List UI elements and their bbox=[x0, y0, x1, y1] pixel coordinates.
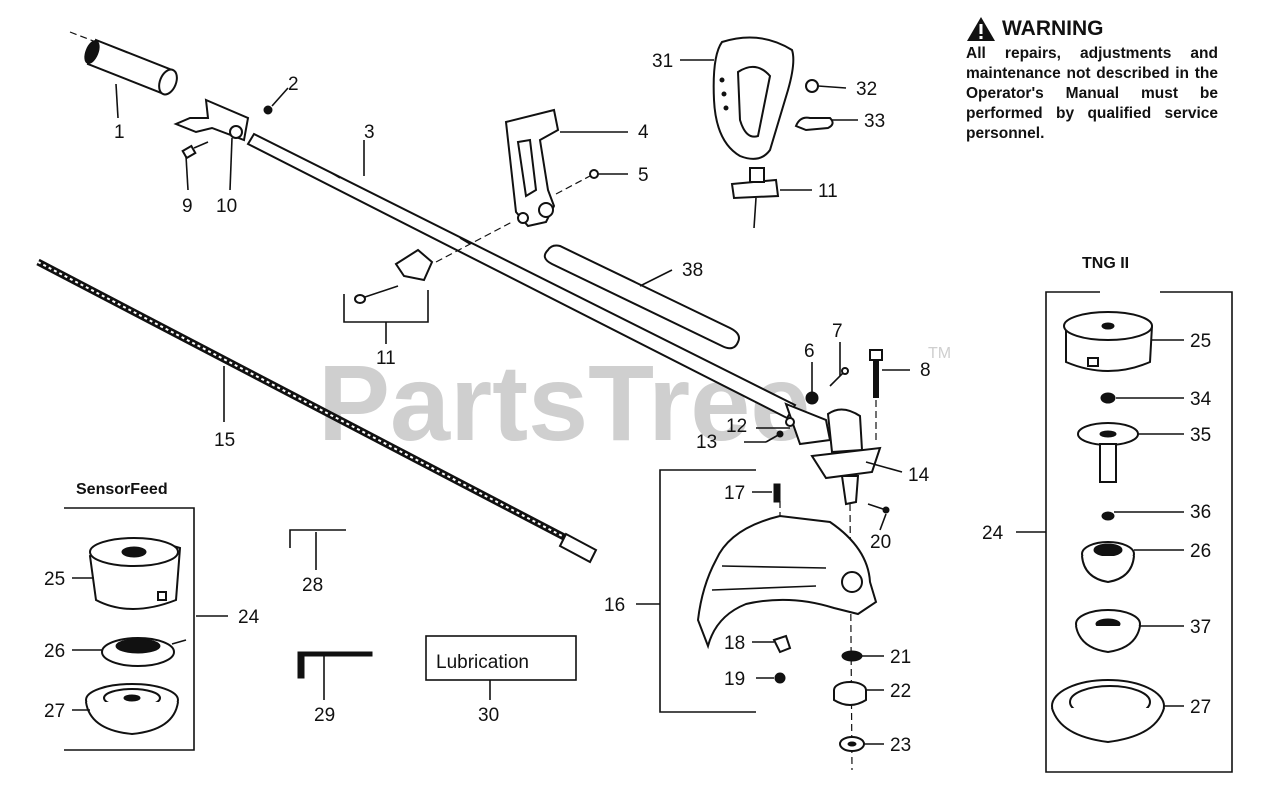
callout-26a[interactable]: 26 bbox=[44, 641, 65, 662]
part-4-handle[interactable] bbox=[504, 108, 560, 228]
callout-37[interactable]: 37 bbox=[1190, 617, 1211, 638]
watermark-trademark: TM bbox=[928, 345, 951, 362]
part-22-cup[interactable] bbox=[833, 681, 867, 706]
leader-lines bbox=[72, 59, 1184, 745]
callout-24a[interactable]: 24 bbox=[238, 607, 260, 628]
part-35-hub[interactable] bbox=[1077, 422, 1139, 483]
part-25-spool-cover[interactable] bbox=[88, 537, 182, 610]
sensorfeed-title: SensorFeed bbox=[76, 481, 168, 498]
callout-13[interactable]: 13 bbox=[696, 432, 717, 453]
callout-32[interactable]: 32 bbox=[856, 79, 877, 100]
part-31-handle[interactable] bbox=[712, 36, 795, 160]
callout-27a[interactable]: 27 bbox=[44, 701, 65, 722]
callout-38[interactable]: 38 bbox=[682, 260, 703, 281]
callout-14[interactable]: 14 bbox=[908, 465, 930, 486]
part-12-nut[interactable] bbox=[785, 417, 795, 427]
part-18-clip[interactable] bbox=[772, 634, 792, 654]
callout-10[interactable]: 10 bbox=[216, 196, 237, 217]
warning-text: All repairs, adjustments and maintenance… bbox=[966, 45, 1218, 142]
sensorfeed-kit[interactable] bbox=[64, 507, 195, 751]
part-38-decal[interactable] bbox=[543, 244, 740, 350]
callout-22[interactable]: 22 bbox=[890, 681, 911, 702]
callout-34[interactable]: 34 bbox=[1190, 389, 1212, 410]
callout-9[interactable]: 9 bbox=[182, 196, 193, 217]
part-15-drive-shaft[interactable] bbox=[36, 258, 598, 564]
callout-8[interactable]: 8 bbox=[920, 360, 931, 381]
callout-30[interactable]: 30 bbox=[478, 705, 499, 726]
part-25-tng-cover[interactable] bbox=[1063, 311, 1154, 372]
warning-box: WARNING All repairs, adjustments and mai… bbox=[966, 16, 1218, 144]
part-7-screw[interactable] bbox=[829, 367, 849, 387]
part-11-knob[interactable] bbox=[730, 167, 780, 229]
part-29-tool[interactable] bbox=[297, 651, 373, 679]
tng-kit[interactable] bbox=[1045, 291, 1233, 773]
part-32-nut[interactable] bbox=[805, 79, 819, 93]
callout-3[interactable]: 3 bbox=[364, 122, 375, 143]
callout-21[interactable]: 21 bbox=[890, 647, 911, 668]
callout-2[interactable]: 2 bbox=[288, 74, 299, 95]
part-20-screw[interactable] bbox=[867, 503, 890, 514]
callout-36[interactable]: 36 bbox=[1190, 502, 1211, 523]
part-10-throttle-housing[interactable] bbox=[173, 98, 250, 142]
part-6-washer[interactable] bbox=[805, 391, 819, 405]
callout-20[interactable]: 20 bbox=[870, 532, 891, 553]
callout-15[interactable]: 15 bbox=[214, 430, 235, 451]
callout-31[interactable]: 31 bbox=[652, 51, 673, 72]
part-37-spool-housing[interactable] bbox=[1075, 609, 1141, 654]
watermark: PartsTree bbox=[318, 342, 810, 463]
part-34-nut[interactable] bbox=[1100, 392, 1116, 404]
callout-25b[interactable]: 25 bbox=[1190, 331, 1211, 352]
callout-18[interactable]: 18 bbox=[724, 633, 745, 654]
part-33-clip[interactable] bbox=[794, 116, 834, 132]
callout-29[interactable]: 29 bbox=[314, 705, 335, 726]
part-13-screw[interactable] bbox=[765, 430, 784, 443]
callout-26b[interactable]: 26 bbox=[1190, 541, 1211, 562]
part-5-nut[interactable] bbox=[589, 169, 599, 179]
part-17-screw[interactable] bbox=[773, 483, 781, 503]
callout-12[interactable]: 12 bbox=[726, 416, 747, 437]
part-1-grip[interactable] bbox=[69, 31, 180, 97]
callout-19[interactable]: 19 bbox=[724, 669, 745, 690]
part-30-lubrication[interactable]: Lubrication bbox=[425, 635, 577, 681]
callout-17[interactable]: 17 bbox=[724, 483, 745, 504]
warning-header: WARNING bbox=[966, 16, 1218, 42]
part-36-nut[interactable] bbox=[1101, 511, 1115, 521]
part-26-tng-spool[interactable] bbox=[1081, 541, 1135, 584]
callout-33[interactable]: 33 bbox=[864, 111, 885, 132]
callout-28[interactable]: 28 bbox=[302, 575, 323, 596]
part-19-nut[interactable] bbox=[774, 672, 786, 684]
warning-title: WARNING bbox=[1002, 17, 1104, 40]
part-27-spool-base[interactable] bbox=[85, 683, 179, 736]
part-26-spool[interactable] bbox=[101, 637, 187, 667]
callout-6[interactable]: 6 bbox=[804, 341, 815, 362]
callout-24b[interactable]: 24 bbox=[982, 523, 1004, 544]
part-8-bolt[interactable] bbox=[869, 349, 883, 398]
callout-27b[interactable]: 27 bbox=[1190, 697, 1211, 718]
tng-title: TNG II bbox=[1082, 255, 1129, 272]
callout-1[interactable]: 1 bbox=[114, 122, 125, 143]
part-27-tng-base[interactable] bbox=[1051, 679, 1165, 744]
callout-35[interactable]: 35 bbox=[1190, 425, 1211, 446]
callout-4[interactable]: 4 bbox=[638, 122, 649, 143]
callout-11b[interactable]: 11 bbox=[818, 181, 838, 202]
warning-icon bbox=[967, 17, 995, 41]
callout-16[interactable]: 16 bbox=[604, 595, 625, 616]
part-2-nut[interactable] bbox=[263, 105, 273, 115]
callout-25a[interactable]: 25 bbox=[44, 569, 65, 590]
part-14-gearhead[interactable] bbox=[784, 402, 882, 506]
lubrication-label: Lubrication bbox=[436, 652, 529, 673]
callout-23[interactable]: 23 bbox=[890, 735, 911, 756]
part-9-screw[interactable] bbox=[181, 141, 209, 160]
part-11-clamp-kit[interactable] bbox=[343, 248, 434, 323]
part-16-guard[interactable] bbox=[696, 514, 878, 650]
bracket-16 bbox=[659, 469, 756, 713]
callout-7[interactable]: 7 bbox=[832, 321, 843, 342]
part-21-washer[interactable] bbox=[841, 650, 863, 662]
callout-5[interactable]: 5 bbox=[638, 165, 649, 186]
part-28-tool[interactable] bbox=[289, 529, 346, 548]
callout-11a[interactable]: 11 bbox=[376, 348, 396, 369]
callout-labels: 1 2 3 4 5 6 7 8 9 10 11 11 12 13 14 15 1… bbox=[44, 51, 1212, 756]
